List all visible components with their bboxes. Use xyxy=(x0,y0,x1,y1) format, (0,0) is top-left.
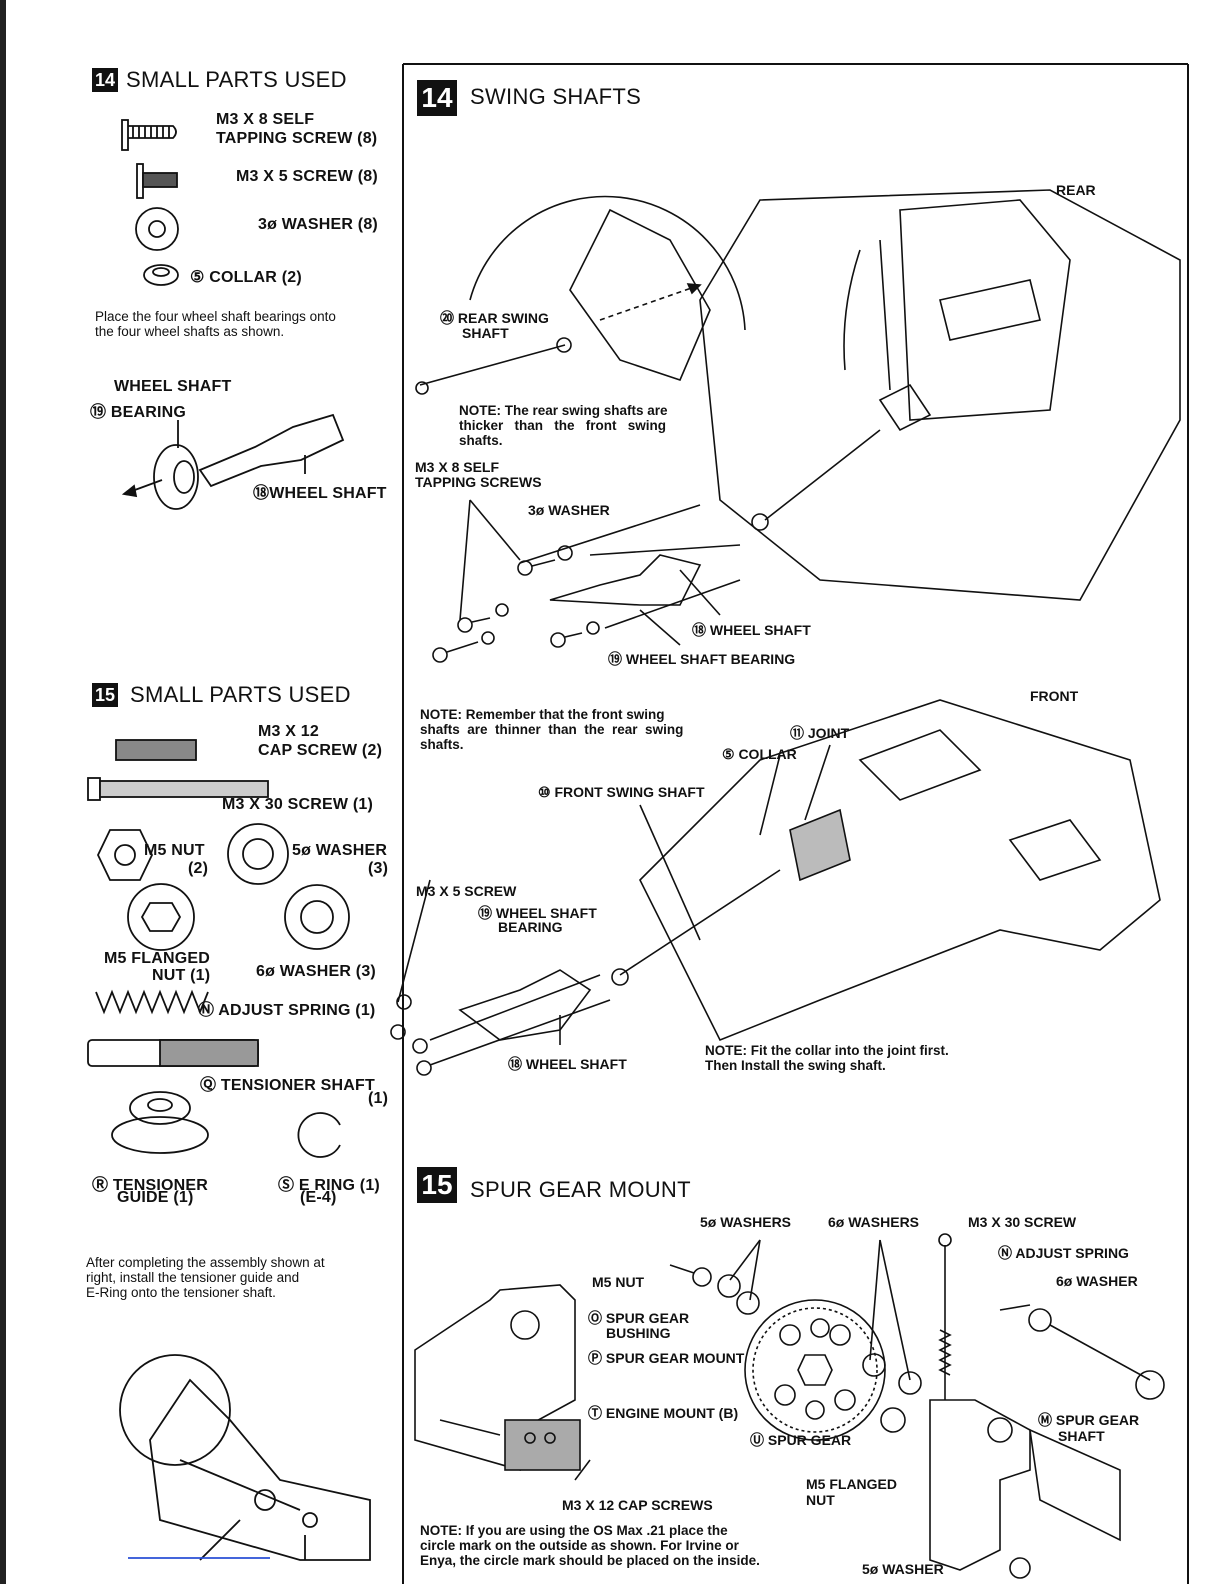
spur-m5-nut: M5 NUT xyxy=(592,1274,645,1290)
spur-gear-bushing-line1: Ⓞ SPUR GEAR xyxy=(588,1310,690,1326)
section-15-instruction: After completing the assembly shown at r… xyxy=(86,1255,325,1300)
part-6mm-washer: 6ø WASHER (3) xyxy=(256,963,376,980)
part-flanged-nut-line2: NUT (1) xyxy=(152,967,211,984)
front-label: FRONT xyxy=(1030,688,1079,704)
joint-label: ⑪ JOINT xyxy=(790,725,850,741)
spur-adjust-spring: Ⓝ ADJUST SPRING xyxy=(998,1245,1129,1261)
part-tensioner-shaft-line2: (1) xyxy=(368,1090,389,1107)
spur-gear-badge: 15 xyxy=(417,1167,457,1203)
part-m5-nut-line1: M5 NUT xyxy=(144,842,205,859)
section-15-parts-title: SMALL PARTS USED xyxy=(130,682,351,707)
swing-wheel-shaft-bearing: ⑲ WHEEL SHAFT BEARING xyxy=(608,651,796,667)
part-self-tapping-screw-line2: TAPPING SCREW (8) xyxy=(216,130,378,147)
part-5mm-washer-line2: (3) xyxy=(368,860,389,877)
spur-flanged-nut-line2: NUT xyxy=(806,1492,835,1508)
m3x5-screw-label: M3 X 5 SCREW xyxy=(416,883,517,899)
collar-label: ⑤ COLLAR xyxy=(722,746,797,762)
bearing-label-line1: WHEEL SHAFT xyxy=(114,378,232,395)
part-self-tapping-screw-line1: M3 X 8 SELF xyxy=(216,111,315,128)
front-wheel-shaft-label: ⑱ WHEEL SHAFT xyxy=(508,1056,627,1072)
front-bearing-line1: ⑲ WHEEL SHAFT xyxy=(478,905,597,921)
spur-m3x30-screw: M3 X 30 SCREW xyxy=(968,1214,1077,1230)
engine-mount-label: Ⓣ ENGINE MOUNT (B) xyxy=(588,1405,739,1421)
rear-swing-shaft-line2: SHAFT xyxy=(462,325,509,341)
part-tensioner-guide-line1: Ⓡ TENSIONER xyxy=(92,1177,208,1194)
part-cap-screw-line2: CAP SCREW (2) xyxy=(258,742,383,759)
swing-3mm-washer: 3ø WASHER xyxy=(528,502,610,518)
front-shaft-note: NOTE: Remember that the front swing shaf… xyxy=(420,707,684,752)
part-5mm-washer-line1: 5ø WASHER xyxy=(292,842,388,859)
spur-6mm-washers: 6ø WASHERS xyxy=(828,1214,920,1230)
front-bearing-line2: BEARING xyxy=(498,919,563,935)
bottom-5mm-washer: 5ø WASHER xyxy=(862,1561,944,1577)
bearing-label-line2: ⑲ BEARING xyxy=(90,404,187,421)
part-tensioner-shaft-line1: Ⓠ TENSIONER SHAFT xyxy=(200,1077,375,1094)
cap-screws-label: M3 X 12 CAP SCREWS xyxy=(562,1497,713,1513)
rear-swing-shaft-line1: ⑳ REAR SWING xyxy=(440,310,549,326)
rear-label: REAR xyxy=(1056,182,1096,198)
self-tapping-screws-line2: TAPPING SCREWS xyxy=(415,474,542,490)
rear-shaft-note: NOTE: The rear swing shafts are thicker … xyxy=(459,403,668,448)
part-tensioner-guide-line2: GUIDE (1) xyxy=(117,1189,194,1206)
spur-6mm-washer: 6ø WASHER xyxy=(1056,1273,1138,1289)
part-flanged-nut-line1: M5 FLANGED xyxy=(104,950,210,967)
section-14-instruction: Place the four wheel shaft bearings onto… xyxy=(95,309,336,339)
section-14-parts-title: SMALL PARTS USED xyxy=(126,67,347,92)
spur-5mm-washers: 5ø WASHERS xyxy=(700,1214,792,1230)
spur-gear-title: SPUR GEAR MOUNT xyxy=(470,1177,691,1202)
part-cap-screw-line1: M3 X 12 xyxy=(258,723,319,740)
front-swing-shaft-label: ⑩ FRONT SWING SHAFT xyxy=(538,784,705,800)
part-collar: ⑤ COLLAR (2) xyxy=(190,269,302,286)
swing-wheel-shaft: ⑱ WHEEL SHAFT xyxy=(692,622,811,638)
spur-gear-shaft-line2: SHAFT xyxy=(1058,1428,1105,1444)
part-m5-nut-line2: (2) xyxy=(188,860,209,877)
part-m3x30-screw: M3 X 30 SCREW (1) xyxy=(222,796,373,813)
part-e-ring-line2: (E-4) xyxy=(300,1189,337,1206)
fit-collar-note: NOTE: Fit the collar into the joint firs… xyxy=(705,1043,949,1073)
wheel-shaft-label: ⑱WHEEL SHAFT xyxy=(253,485,387,502)
part-e-ring-line1: Ⓢ E RING (1) xyxy=(278,1177,380,1194)
spur-flanged-nut-line1: M5 FLANGED xyxy=(806,1476,897,1492)
spur-gear-shaft-line1: Ⓜ SPUR GEAR xyxy=(1038,1412,1140,1428)
spur-gear-mount-label: Ⓟ SPUR GEAR MOUNT xyxy=(588,1350,745,1366)
swing-shafts-title: SWING SHAFTS xyxy=(470,84,642,109)
part-adjust-spring: Ⓝ ADJUST SPRING (1) xyxy=(198,1002,376,1019)
section-14-badge: 14 xyxy=(92,68,118,92)
swing-shafts-badge: 14 xyxy=(417,80,457,116)
os-max-note: NOTE: If you are using the OS Max .21 pl… xyxy=(420,1523,760,1568)
self-tapping-screws-line1: M3 X 8 SELF xyxy=(415,459,500,475)
part-3mm-washer: 3ø WASHER (8) xyxy=(258,216,378,233)
part-m3x5-screw: M3 X 5 SCREW (8) xyxy=(236,168,378,185)
section-15-badge: 15 xyxy=(92,683,118,707)
spur-gear-bushing-line2: BUSHING xyxy=(606,1325,671,1341)
spur-gear-label: Ⓤ SPUR GEAR xyxy=(750,1432,852,1448)
